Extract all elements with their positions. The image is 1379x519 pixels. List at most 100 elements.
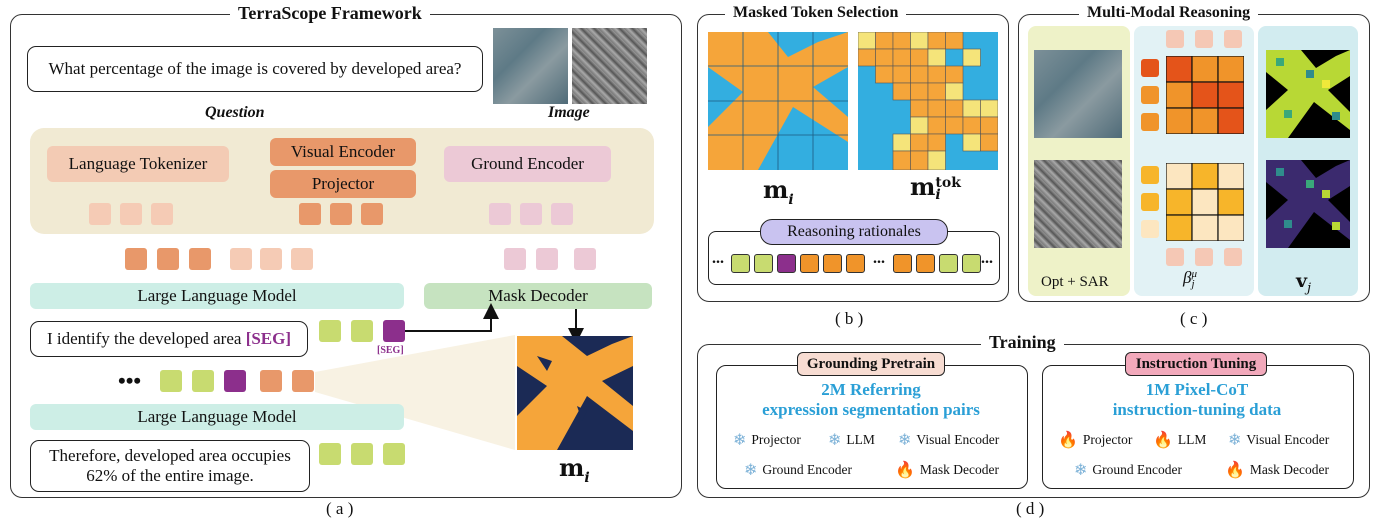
token [319, 443, 341, 465]
snowflake-icon: ❄ [828, 432, 842, 449]
panel-b-title: Masked Token Selection [725, 4, 907, 22]
token [361, 203, 383, 225]
right-item-llm: 🔥LLM [1153, 432, 1207, 449]
arrows-a [315, 303, 584, 450]
snowflake-icon: ❄ [744, 462, 758, 479]
token [1141, 113, 1159, 131]
left-headline-1: 2M Referring [821, 380, 921, 399]
identify-text: I identify the developed area [46, 329, 242, 348]
left-item-llm: ❄LLM [828, 432, 875, 449]
sar-image-c [1034, 160, 1122, 248]
large-language-model-2: Large Language Model [30, 404, 404, 430]
token [160, 370, 182, 392]
seg-token [383, 320, 405, 342]
token [1195, 248, 1213, 266]
left-item-visual-encoder: ❄Visual Encoder [898, 432, 1000, 449]
token [1166, 30, 1184, 48]
token [120, 203, 142, 225]
token [260, 370, 282, 392]
snowflake-icon: ❄ [1074, 462, 1088, 479]
ground-encoder: Ground Encoder [444, 146, 611, 182]
token [151, 203, 173, 225]
snowflake-icon: ❄ [733, 432, 747, 449]
question-box: What percentage of the image is covered … [27, 46, 483, 92]
token [916, 254, 935, 273]
token [489, 203, 511, 225]
token [291, 248, 313, 270]
token [1166, 248, 1184, 266]
rationale-ellipsis-right: ... [981, 250, 993, 267]
segmentation-mask [517, 336, 633, 450]
caption-c: ( c ) [1180, 309, 1208, 328]
token [754, 254, 773, 273]
opt-sar-label: Opt + SAR [1041, 274, 1109, 290]
token [551, 203, 573, 225]
token [846, 254, 865, 273]
mask-decoder: Mask Decoder [424, 283, 652, 309]
right-headline-1: 1M Pixel-CoT [1145, 380, 1249, 399]
v-map-opt [1266, 50, 1350, 138]
question-label: Question [205, 104, 265, 121]
right-headline-2: instruction-tuning data [1112, 400, 1282, 419]
token [125, 248, 147, 270]
token [1141, 193, 1159, 211]
panel-d-title: Training [981, 332, 1064, 353]
token [1141, 220, 1159, 238]
token [731, 254, 750, 273]
token [192, 370, 214, 392]
image-label: Image [548, 104, 590, 121]
fire-icon: 🔥 [1153, 432, 1173, 449]
left-headline-2: expression segmentation pairs [762, 400, 980, 419]
left-item-projector: ❄Projector [733, 432, 801, 449]
token [1141, 59, 1159, 77]
token [536, 248, 558, 270]
sar-image [572, 28, 647, 104]
language-tokenizer: Language Tokenizer [47, 146, 229, 182]
token [504, 248, 526, 270]
caption-d: ( d ) [1016, 499, 1045, 518]
projector: Projector [270, 170, 416, 198]
attention-grid-opt [1166, 56, 1244, 134]
rationale-ellipsis-left: ... [712, 250, 724, 267]
token [260, 248, 282, 270]
token [574, 248, 596, 270]
token [823, 254, 842, 273]
token [962, 254, 981, 273]
token [351, 320, 373, 342]
optical-image [493, 28, 568, 104]
right-item-ground-encoder: ❄Ground Encoder [1074, 462, 1183, 479]
attention-grid-sar [1166, 163, 1244, 241]
left-item-ground-encoder: ❄Ground Encoder [744, 462, 853, 479]
token [189, 248, 211, 270]
ellipsis: ••• [118, 368, 142, 393]
grounding-pretrain-tag: Grounding Pretrain [797, 352, 945, 376]
token [89, 203, 111, 225]
left-item-mask-decoder: 🔥Mask Decoder [895, 462, 1000, 479]
token [893, 254, 912, 273]
right-item-projector: 🔥Projector [1058, 432, 1133, 449]
seg-token-text: [SEG] [245, 329, 292, 348]
snowflake-icon: ❄ [1228, 432, 1242, 449]
token [1195, 30, 1213, 48]
token [224, 370, 246, 392]
question-text: What percentage of the image is covered … [48, 59, 462, 78]
caption-a: ( a ) [326, 499, 354, 518]
token [319, 320, 341, 342]
caption-b: ( b ) [835, 309, 864, 328]
rationale-ellipsis-mid: ... [873, 250, 885, 267]
panel-c-title: Multi-Modal Reasoning [1079, 4, 1259, 22]
token [351, 443, 373, 465]
fire-icon: 🔥 [895, 462, 915, 479]
token [939, 254, 958, 273]
answer-text: Therefore, developed area occupies 62% o… [49, 446, 291, 485]
answer-box: Therefore, developed area occupies 62% o… [30, 440, 310, 492]
seg-small-label: [SEG] [377, 345, 404, 356]
token [383, 443, 405, 465]
identify-box: I identify the developed area [SEG] [30, 321, 308, 357]
fire-icon: 🔥 [1225, 462, 1245, 479]
large-language-model-1: Large Language Model [30, 283, 404, 309]
right-item-mask-decoder: 🔥Mask Decoder [1225, 462, 1330, 479]
token [777, 254, 796, 273]
